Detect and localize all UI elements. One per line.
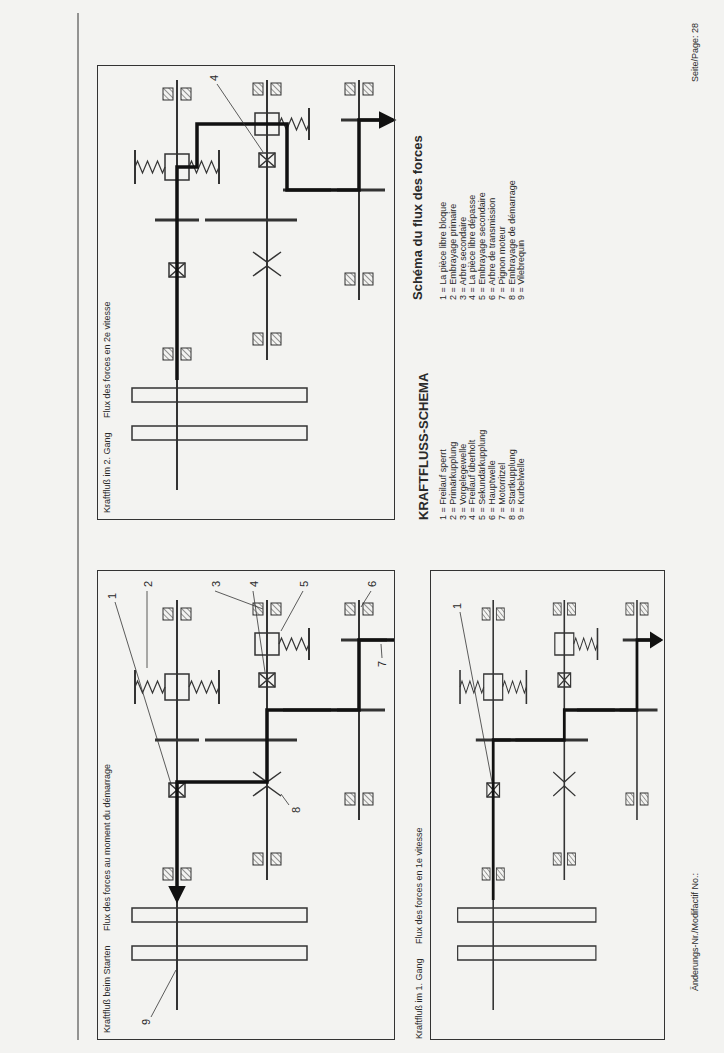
legend-item: 3 = Vorgelegewelle bbox=[458, 444, 469, 520]
legend-item: 8 = Startkupplung bbox=[507, 449, 518, 520]
footer-text: Änderungs-Nr./Modifactif No.: bbox=[690, 873, 701, 991]
legend-item: 2 = Embrayage primaire bbox=[448, 204, 459, 300]
leader-line bbox=[217, 84, 263, 152]
legend-item: 1 = La pièce libre bloque bbox=[438, 202, 449, 300]
legend-heading: KRAFTFLUSS-SCHEMA bbox=[416, 373, 432, 520]
legend-item: 1 = Freilauf sperrt bbox=[438, 449, 449, 520]
legend-heading: Schéma du flux des forces bbox=[410, 135, 426, 300]
legend-item: 7 = Motorritzel bbox=[497, 463, 508, 520]
panel-title: Kraftfluß im 1. Gang bbox=[414, 958, 425, 1039]
legend-item: 4 = Freilauf überholt bbox=[467, 440, 478, 520]
panel-title: Kraftfluß beim Starten bbox=[102, 945, 113, 1033]
callout-number: 7 bbox=[376, 661, 389, 667]
legend-item: 6 = Arbre de transmission bbox=[487, 198, 498, 300]
leader-line bbox=[460, 612, 492, 782]
panel-title: Flux des forces en 2e vitesse bbox=[102, 301, 113, 418]
legend-item: 4 = La pièce libre dépasse bbox=[467, 195, 478, 300]
callout-number: 3 bbox=[210, 581, 223, 587]
callout-number: 2 bbox=[142, 581, 155, 587]
legend-item: 5 = Embrayage secondaire bbox=[477, 192, 488, 300]
first-gear-schematic bbox=[458, 600, 661, 1010]
footer-text: Seite/Page: 28 bbox=[690, 23, 701, 82]
legend-item: 9 = Kurbelwelle bbox=[516, 458, 527, 520]
second-gear-schematic bbox=[132, 80, 393, 490]
panel-title: Kraftfluß im 2. Gang bbox=[102, 432, 113, 513]
callout-number: 8 bbox=[290, 807, 303, 813]
callout-number: 1 bbox=[451, 603, 464, 609]
callout-number: 6 bbox=[366, 581, 379, 587]
legend-item: 5 = Sekundärkupplung bbox=[477, 430, 488, 520]
legend-item: 3 = Arbre secondaire bbox=[458, 217, 469, 300]
figure-panel: Kraftfluß beim Starten Flux des forces au… bbox=[97, 570, 395, 1040]
legend-item: 6 = Hauptwelle bbox=[487, 460, 498, 520]
figure-panel: Kraftfluß im 1. GangFlux des forces en 1… bbox=[430, 570, 665, 1040]
figure-panel: Kraftfluß im 2. Gang Flux des forces en 2… bbox=[97, 65, 395, 520]
legend-item: 9 = Vilebrequin bbox=[516, 240, 527, 300]
legend-item: 2 = Primärkupplung bbox=[448, 442, 459, 520]
start-schematic bbox=[115, 591, 395, 1017]
page-rule bbox=[78, 13, 79, 1040]
callout-number: 5 bbox=[298, 581, 311, 587]
legend-item: 8 = Embrayage de démarrage bbox=[507, 180, 518, 300]
callout-number: 9 bbox=[140, 1019, 153, 1025]
callout-number: 1 bbox=[106, 593, 119, 599]
panel-title: Flux des forces en 1e vitesse bbox=[414, 827, 425, 944]
callout-number: 4 bbox=[248, 581, 261, 587]
leader-lines bbox=[115, 591, 382, 1017]
legend-item: 7 = Pignon moteur bbox=[497, 226, 508, 300]
panel-title: Flux des forces au moment du démarrage bbox=[102, 764, 113, 931]
callout-number: 4 bbox=[208, 75, 221, 81]
